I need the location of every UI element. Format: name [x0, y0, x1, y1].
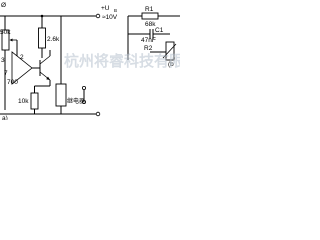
terminal-top [82, 86, 87, 91]
label-r2: R2 [144, 45, 153, 52]
watermark: 杭州将睿科技有限公司 [64, 52, 180, 70]
opamp-triangle [11, 51, 33, 85]
resistor-2-6k [38, 27, 46, 49]
transistor [39, 50, 51, 86]
circuit-diagram: Ø +U B ≈10V 50k 2.6k 2 3 7 700 10k 继电器 a… [0, 0, 180, 120]
label-pin-7: 7 [4, 70, 8, 77]
circuit-a: Ø +U B ≈10V 50k 2.6k 2 3 7 700 10k 继电器 a… [0, 2, 118, 120]
label-47nf: 47nF [141, 37, 156, 44]
label-2-6k: 2.6k [47, 36, 60, 43]
label-pin-2: 2 [20, 54, 24, 61]
label-c1: C1 [155, 27, 164, 34]
label-50k: 50k [0, 29, 11, 36]
supply-value: ≈10V [102, 14, 118, 21]
resistor-r1-68k [141, 12, 159, 20]
emitter-arrow-icon [46, 76, 50, 80]
terminal-bottom [82, 100, 87, 105]
label-r1: R1 [145, 6, 154, 13]
circuit-b: R1 68k C1 47nF R2 (b [127, 6, 180, 68]
label-relay: 继电器 [67, 97, 85, 105]
label-a: a) [2, 115, 8, 120]
pot-wiper-arrow [9, 38, 13, 42]
schematic-canvas: Ø +U B ≈10V 50k 2.6k 2 3 7 700 10k 继电器 a… [0, 2, 180, 120]
label-68k: 68k [145, 21, 156, 28]
relay-coil [55, 83, 67, 107]
supply-terminal [95, 13, 101, 19]
supply-subscript: B [114, 8, 117, 13]
label-top-left: Ø [1, 2, 6, 9]
ground-terminal [95, 111, 101, 117]
label-700: 700 [7, 79, 18, 86]
transistor-collector [39, 55, 51, 65]
label-10k: 10k [18, 98, 29, 105]
r2-adjust-arrow [162, 43, 177, 59]
label-pin-3: 3 [1, 57, 5, 64]
resistor-10k [30, 92, 39, 110]
label-b: (b [168, 61, 174, 68]
supply-symbol: +U [101, 5, 110, 12]
